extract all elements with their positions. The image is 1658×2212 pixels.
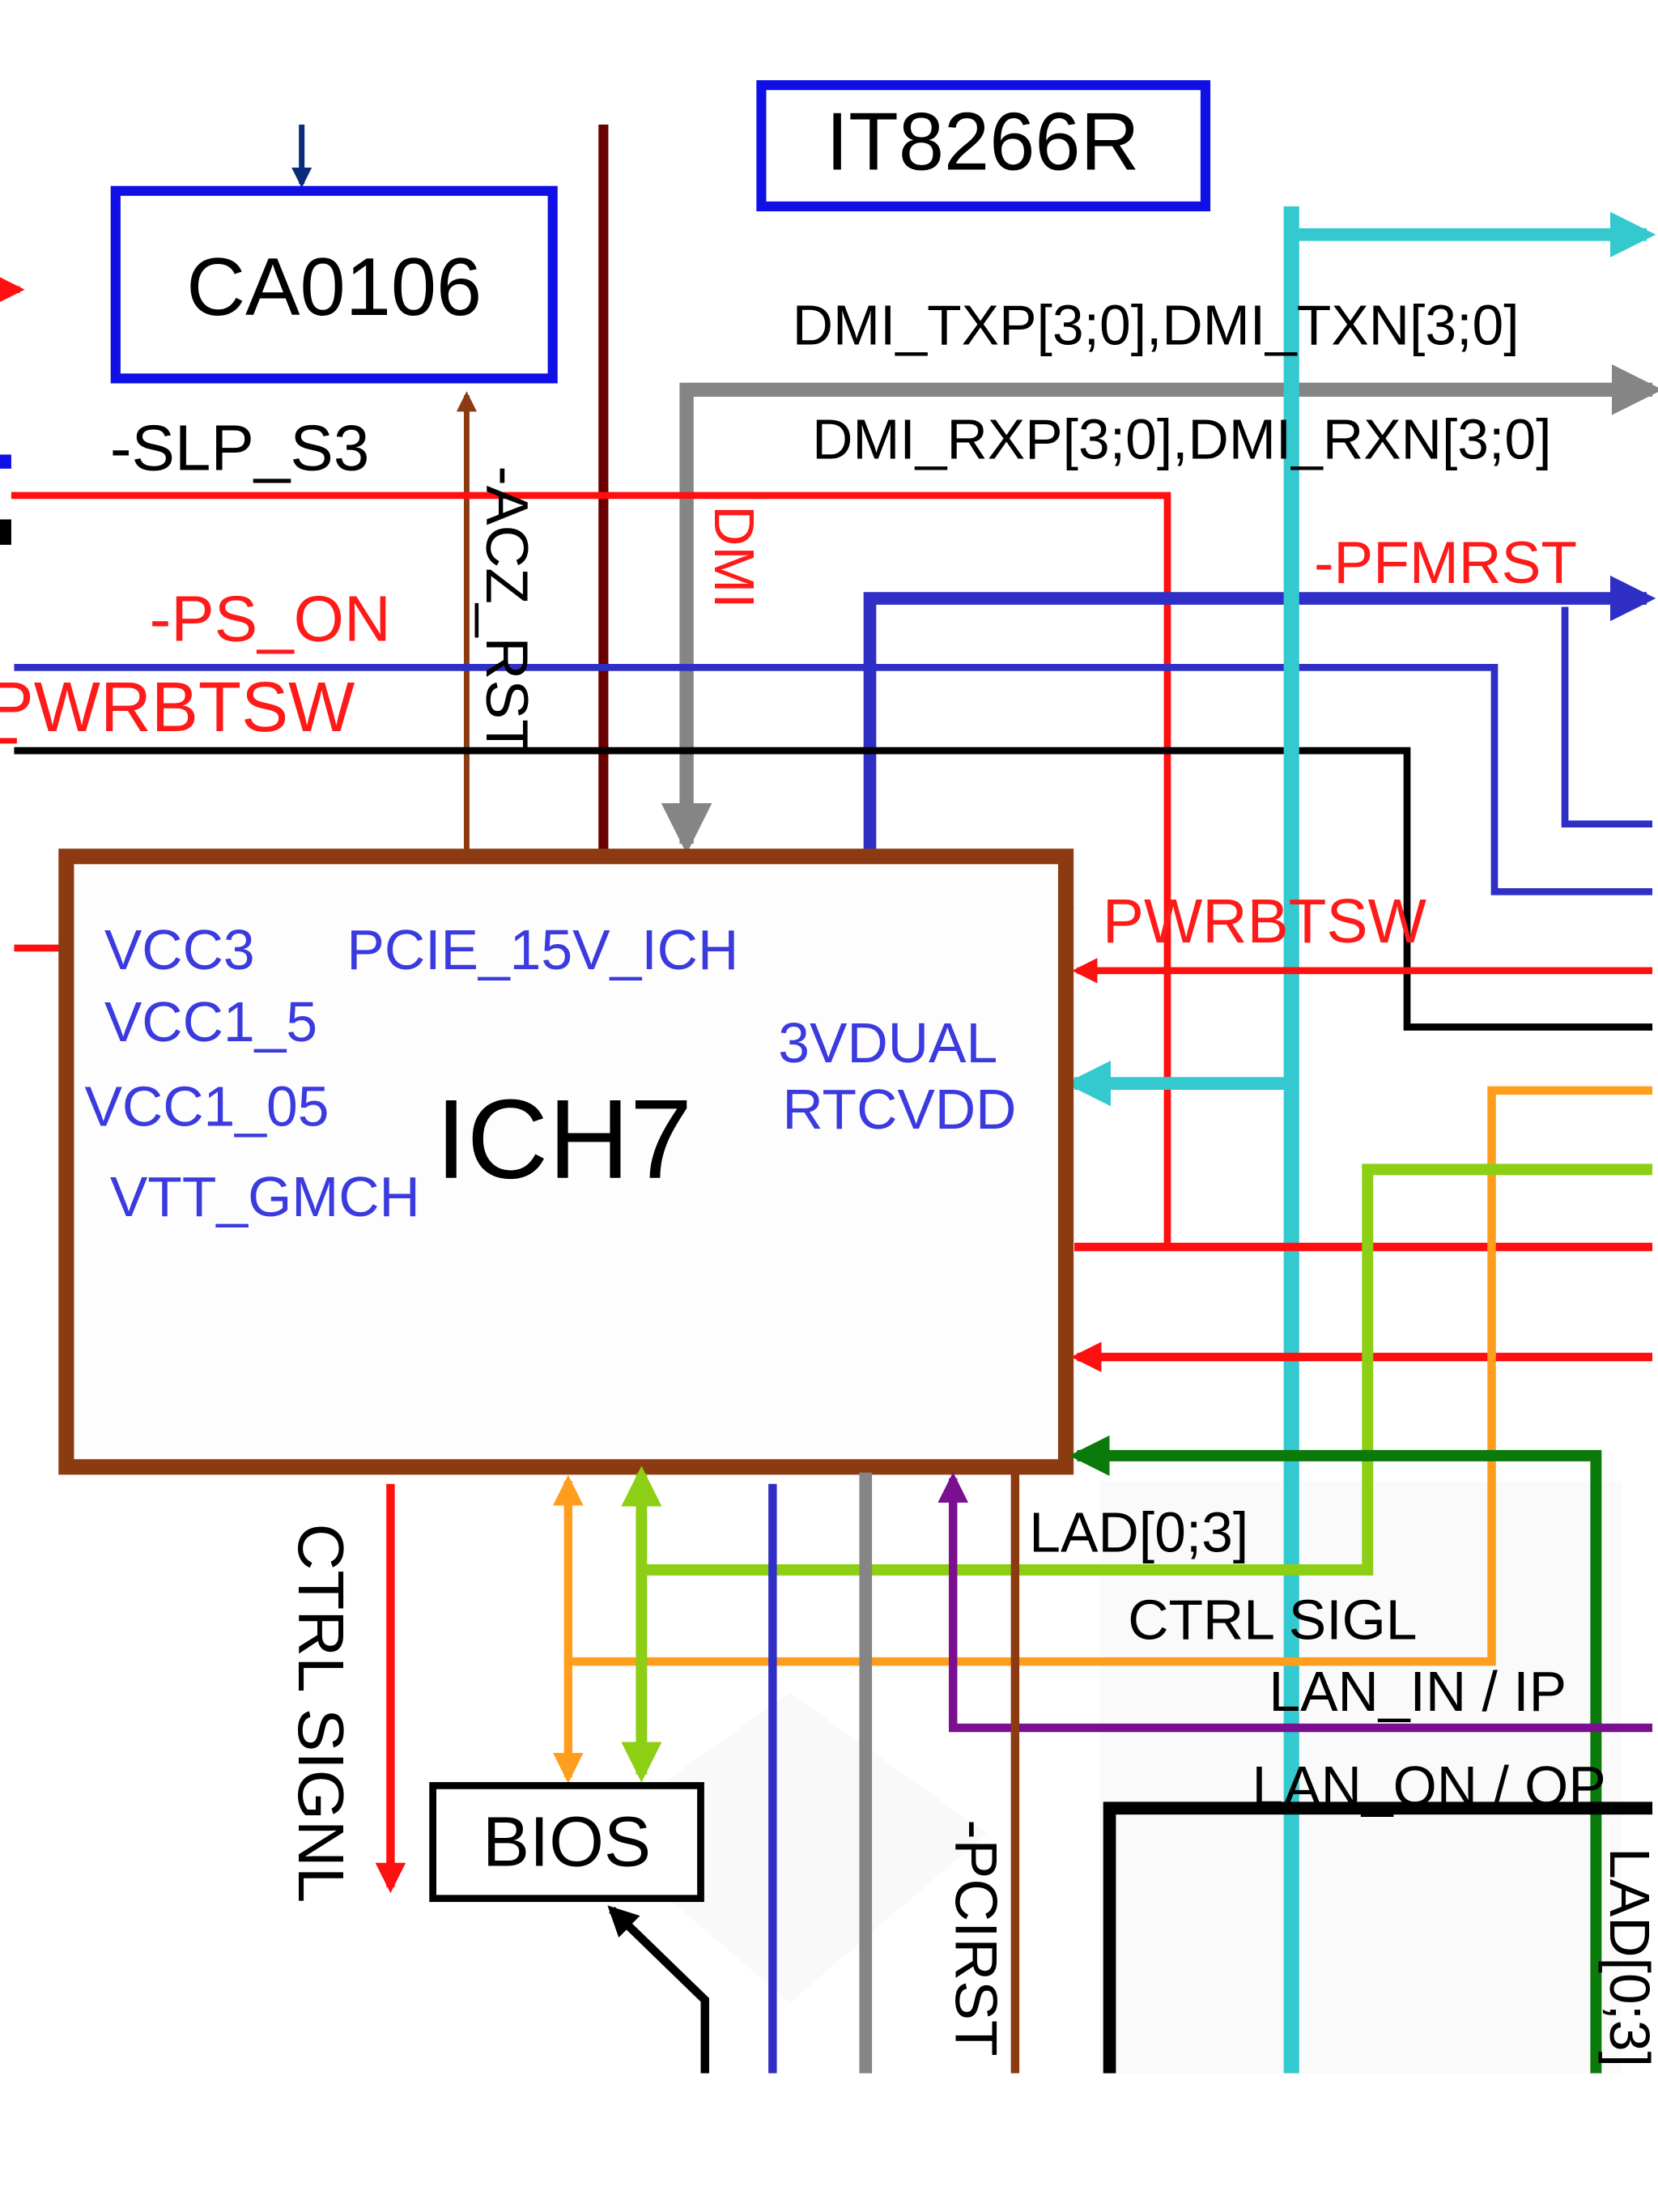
green-lad-line [1069, 1435, 1602, 2074]
black-lan-line [1103, 1802, 1653, 2074]
pin-vtt: VTT_GMCH [110, 1165, 420, 1228]
ich7-label: ICH7 [436, 1076, 692, 1202]
pwrbtsw-left-label: -PWRBTSW [0, 668, 355, 747]
purple-lan-line [937, 1472, 1653, 1733]
codec-block [110, 185, 558, 384]
pin-pcie: PCIE_15V_ICH [346, 918, 738, 981]
lad-right-label: LAD[0;3] [1598, 1848, 1658, 2067]
ps-on-label: -PS_ON [150, 581, 391, 654]
pin-vcc1-05: VCC1_05 [84, 1074, 329, 1138]
lan-in-label: LAN_IN / IP [1269, 1660, 1567, 1723]
lad-label: LAD[0;3] [1029, 1500, 1248, 1563]
slp-s3-label: -SLP_S3 [110, 411, 370, 484]
ctrl-signl-label: CTRL SIGNL [285, 1523, 358, 1903]
pin-rtcvdd: RTCVDD [783, 1078, 1017, 1141]
pfmrst-branch [1561, 606, 1653, 828]
pfmrst-line [863, 575, 1656, 856]
dmi-rx-label: DMI_RXP[3;0],DMI_RXN[3;0] [812, 408, 1551, 471]
pwrbtsw-black-line [14, 747, 1653, 1031]
ich7-block [58, 849, 1074, 1475]
lime-lad-line [641, 1163, 1653, 1576]
dmi-tx-label: DMI_TXP[3;0],DMI_TXN[3;0] [793, 294, 1520, 357]
left-black-tick [0, 519, 11, 545]
pwrbtsw-right-label: PWRBTSW [1103, 887, 1427, 956]
bios-block [429, 1782, 704, 1903]
bios-label: BIOS [483, 1803, 651, 1882]
ctrl-sigl-label: CTRL SIGL [1128, 1588, 1417, 1651]
pfmrst-label: -PFMRST [1314, 530, 1577, 596]
acz-rst-label: -ACZ_RST [474, 466, 539, 755]
lan-on-label: LAN_ON / OP [1252, 1755, 1605, 1818]
pin-vcc1-5: VCC1_5 [104, 990, 317, 1053]
red-loop-line [11, 491, 1171, 1244]
top-chip-block [756, 80, 1211, 212]
pcirst-label: -PCIRST [943, 1819, 1009, 2057]
pin-3vdual: 3VDUAL [778, 1011, 997, 1074]
left-blue-tick [0, 454, 11, 469]
dmi-label: DMI [703, 505, 766, 609]
dmi-bus-line [661, 364, 1658, 854]
ps-on-line [14, 664, 1653, 895]
orange-ctrl-line [568, 1086, 1653, 1666]
pin-vcc3: VCC3 [104, 918, 255, 981]
top-chip-label: IT8266R [826, 97, 1139, 188]
codec-label: CA0106 [186, 242, 482, 333]
bios-input-arrow [607, 1905, 709, 2074]
